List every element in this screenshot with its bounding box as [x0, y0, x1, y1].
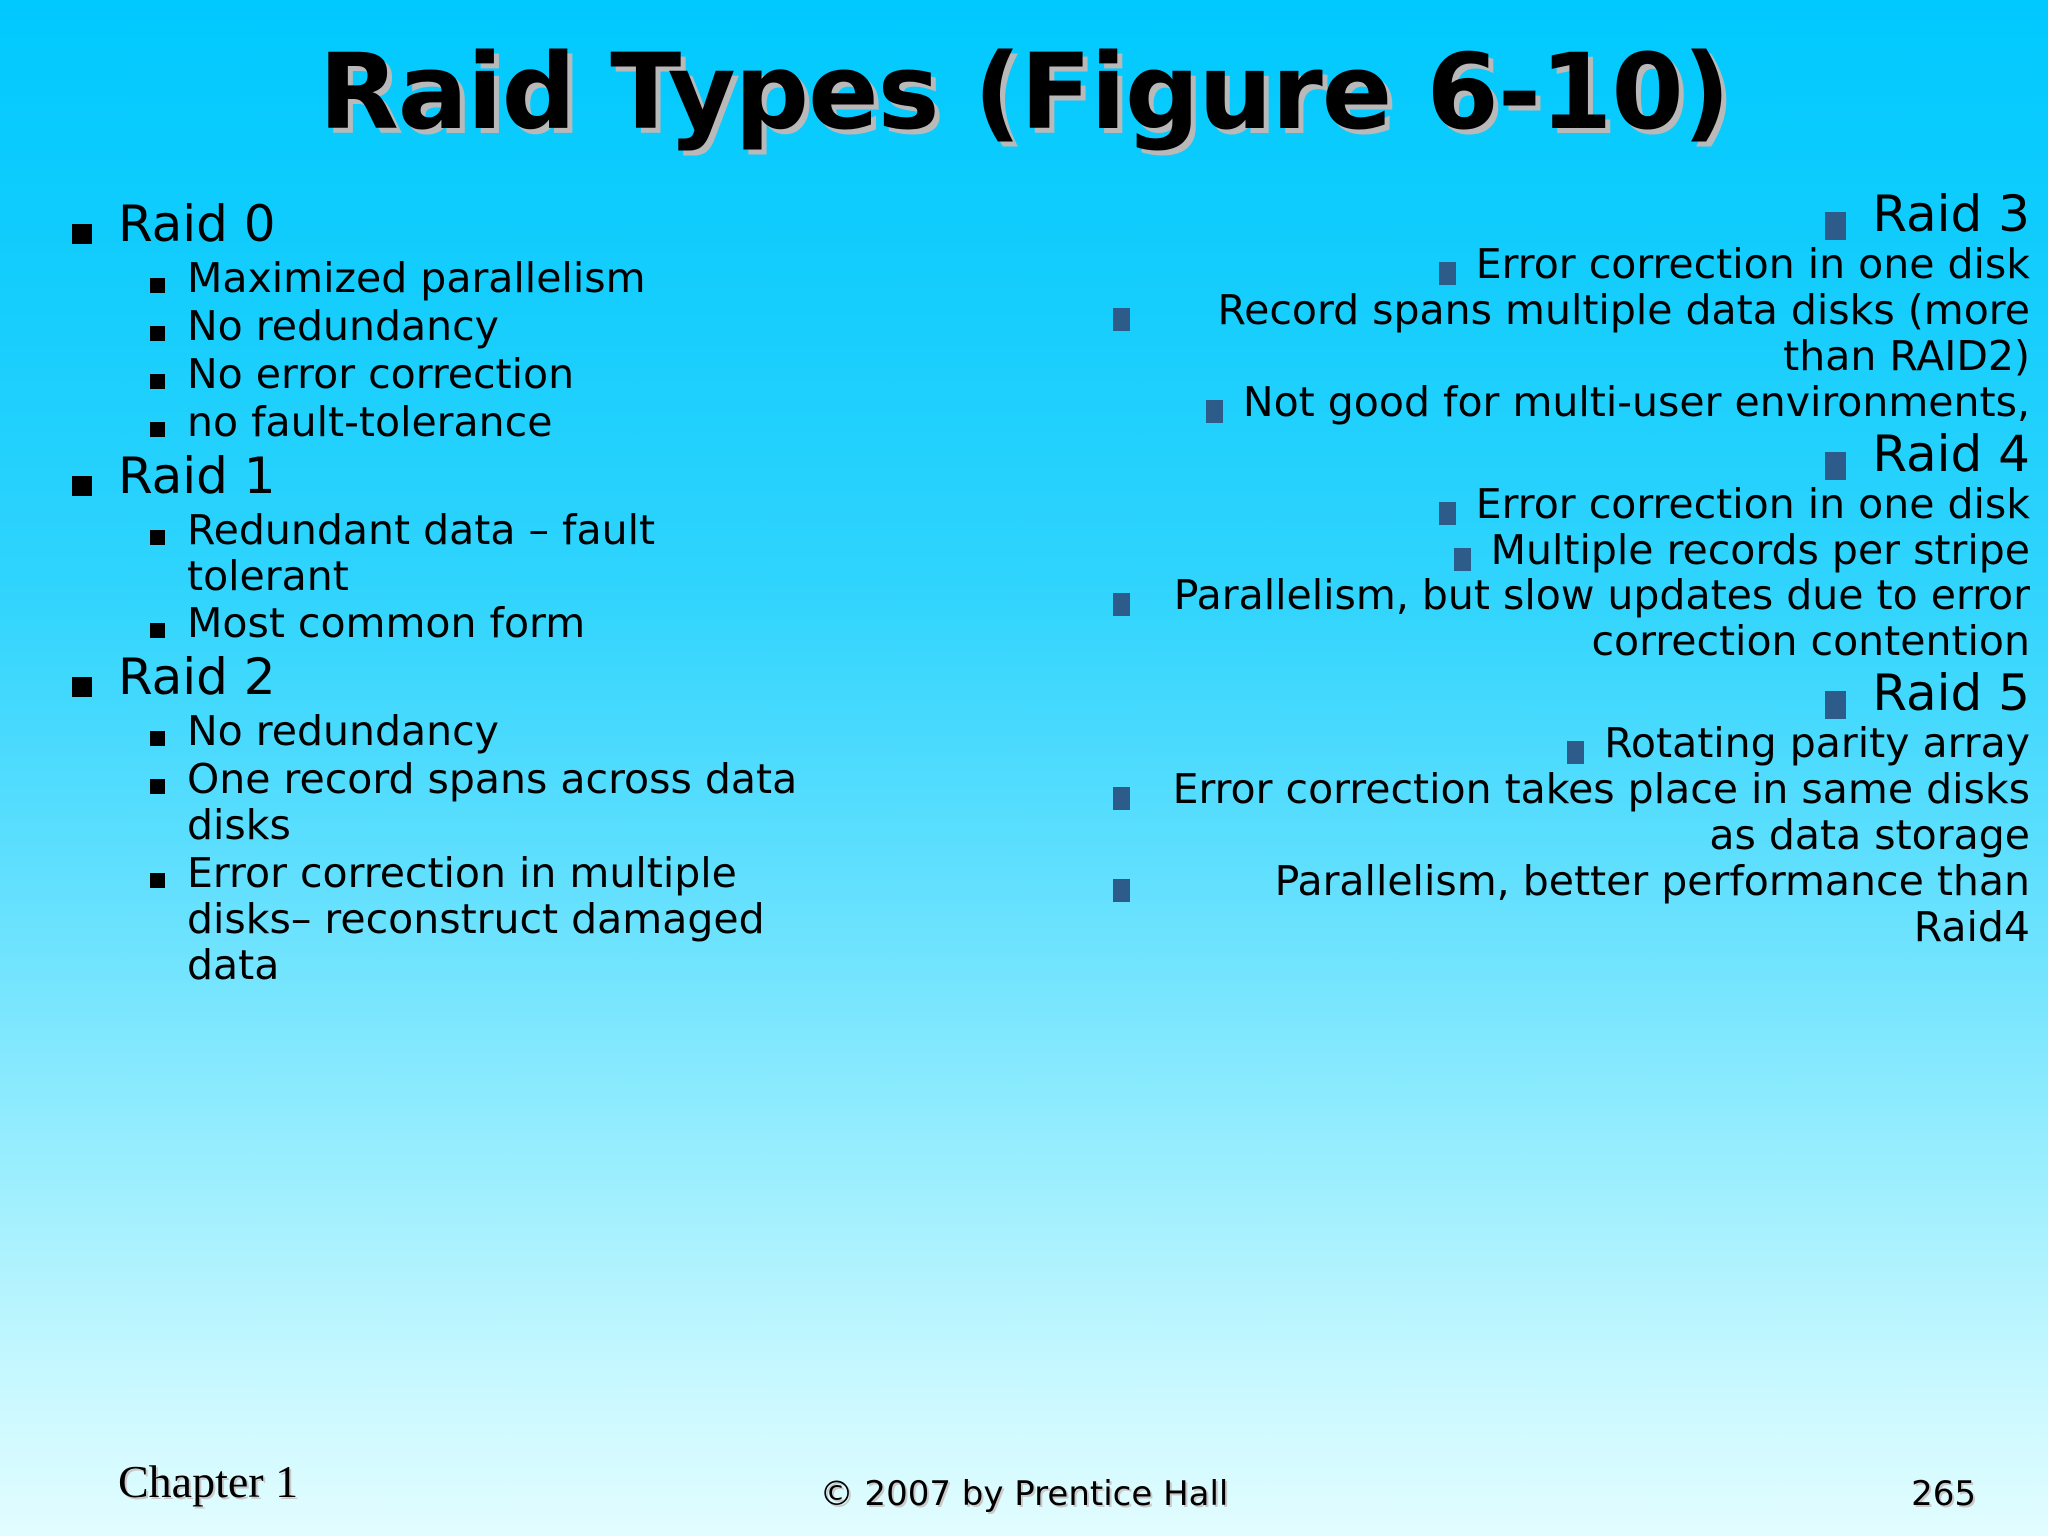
- bullet-level2-label: Error correction in one disk: [1475, 240, 2030, 288]
- square-bullet-icon: [72, 677, 92, 698]
- square-bullet-icon: [1825, 451, 1847, 480]
- square-bullet-icon: [1113, 593, 1130, 617]
- bullet-level1-raid1[interactable]: Raid 1: [72, 448, 872, 504]
- bullet-level2-label: Multiple records per stripe: [1490, 525, 2030, 574]
- square-bullet-icon: [1438, 501, 1456, 525]
- bullet-level2-label: No redundancy: [187, 301, 499, 350]
- square-bullet-icon: [1113, 787, 1130, 811]
- square-bullet-icon: [150, 873, 165, 889]
- bullet-level2-raid0-0[interactable]: Maximized parallelism: [150, 254, 872, 302]
- bullet-level2-raid2-2[interactable]: Error correction in multiple disks– reco…: [150, 849, 872, 989]
- bullet-level2-raid0-2[interactable]: No error correction: [150, 349, 872, 398]
- square-bullet-icon: [1205, 399, 1223, 423]
- bullet-level1-label: Raid 1: [118, 446, 276, 505]
- bullet-level2-label: No redundancy: [187, 707, 499, 756]
- square-bullet-icon: [72, 475, 92, 496]
- bullet-level2-raid0-3[interactable]: no fault-tolerance: [150, 397, 872, 446]
- bullet-level2-label: One record spans across data disks: [187, 755, 798, 850]
- bullet-level2-raid2-1[interactable]: One record spans across data disks: [150, 755, 872, 850]
- bullet-level2-label: Redundant data – fault tolerant: [187, 505, 656, 600]
- bullet-level2-label: Parallelism, better performance than Rai…: [1274, 856, 2030, 951]
- left-content-column: Raid 0 Maximized parallelism No redundan…: [72, 196, 872, 991]
- footer-copyright-label: © 2007 by Prentice Hall: [819, 1474, 1229, 1514]
- bullet-level1-raid3[interactable]: Raid 3: [1070, 186, 2030, 242]
- square-bullet-icon: [1825, 691, 1847, 720]
- bullet-level2-label: Rotating parity array: [1604, 719, 2030, 768]
- square-bullet-icon: [150, 731, 165, 747]
- bullet-level2-raid5-0[interactable]: Rotating parity array: [1070, 719, 2030, 768]
- square-bullet-icon: [1113, 878, 1130, 902]
- right-content-column: Raid 3 Error correction in one disk Reco…: [1070, 186, 2030, 951]
- bullet-level2-raid3-1[interactable]: Record spans multiple data disks (more t…: [1070, 285, 2030, 380]
- bullet-level2-raid5-1[interactable]: Error correction takes place in same dis…: [1070, 765, 2030, 860]
- footer-page-number: 265: [1911, 1474, 1976, 1514]
- bullet-level1-label: Raid 2: [118, 648, 276, 707]
- square-bullet-icon: [72, 224, 92, 244]
- bullet-level2-raid2-0[interactable]: No redundancy: [150, 707, 872, 756]
- bullet-level1-label: Raid 4: [1872, 424, 2030, 483]
- bullet-level2-label: Error correction takes place in same dis…: [1172, 765, 2030, 860]
- bullet-level2-raid4-2[interactable]: Parallelism, but slow updates due to err…: [1070, 573, 2030, 665]
- square-bullet-icon: [150, 373, 165, 389]
- footer-chapter-label: Chapter 1: [118, 1456, 299, 1507]
- square-bullet-icon: [1567, 741, 1585, 765]
- bullet-level2-raid1-1[interactable]: Most common form: [150, 601, 872, 647]
- square-bullet-icon: [150, 779, 165, 795]
- square-bullet-icon: [1453, 547, 1471, 571]
- bullet-level2-raid4-0[interactable]: Error correction in one disk: [1070, 479, 2030, 528]
- bullet-level2-label: Most common form: [187, 599, 586, 648]
- square-bullet-icon: [150, 278, 165, 293]
- square-bullet-icon: [1825, 212, 1847, 240]
- bullet-level2-raid3-2[interactable]: Not good for multi-user environments,: [1070, 377, 2030, 426]
- bullet-level2-raid4-1[interactable]: Multiple records per stripe: [1070, 525, 2030, 574]
- bullet-level1-label: Raid 3: [1872, 185, 2030, 243]
- bullet-level1-label: Raid 0: [118, 195, 276, 253]
- bullet-level1-raid5[interactable]: Raid 5: [1070, 665, 2030, 721]
- bullet-level2-label: Not good for multi-user environments,: [1242, 377, 2030, 426]
- bullet-level2-label: Error correction in one disk: [1475, 479, 2030, 528]
- bullet-level2-raid1-0[interactable]: Redundant data – fault tolerant: [150, 505, 872, 600]
- square-bullet-icon: [1113, 307, 1130, 331]
- square-bullet-icon: [150, 421, 165, 437]
- bullet-level2-label: No error correction: [187, 349, 575, 398]
- square-bullet-icon: [1438, 262, 1456, 285]
- bullet-level2-label: Record spans multiple data disks (more t…: [1217, 285, 2030, 380]
- bullet-level1-raid4[interactable]: Raid 4: [1070, 426, 2030, 482]
- square-bullet-icon: [150, 623, 165, 639]
- bullet-level2-raid3-0[interactable]: Error correction in one disk: [1070, 240, 2030, 288]
- slide-title: Raid Types (Figure 6-10): [318, 31, 1731, 153]
- bullet-level2-raid5-2[interactable]: Parallelism, better performance than Rai…: [1070, 856, 2030, 951]
- bullet-level2-raid0-1[interactable]: No redundancy: [150, 301, 872, 350]
- bullet-level2-label: Maximized parallelism: [187, 254, 646, 302]
- square-bullet-icon: [150, 325, 165, 341]
- bullet-level1-raid0[interactable]: Raid 0: [72, 196, 872, 252]
- square-bullet-icon: [150, 529, 165, 545]
- bullet-level2-label: no fault-tolerance: [187, 397, 553, 446]
- bullet-level1-raid2[interactable]: Raid 2: [72, 649, 872, 705]
- bullet-level1-label: Raid 5: [1872, 664, 2030, 723]
- bullet-level2-label: Parallelism, but slow updates due to err…: [1173, 571, 2030, 666]
- bullet-level2-label: Error correction in multiple disks– reco…: [187, 849, 765, 989]
